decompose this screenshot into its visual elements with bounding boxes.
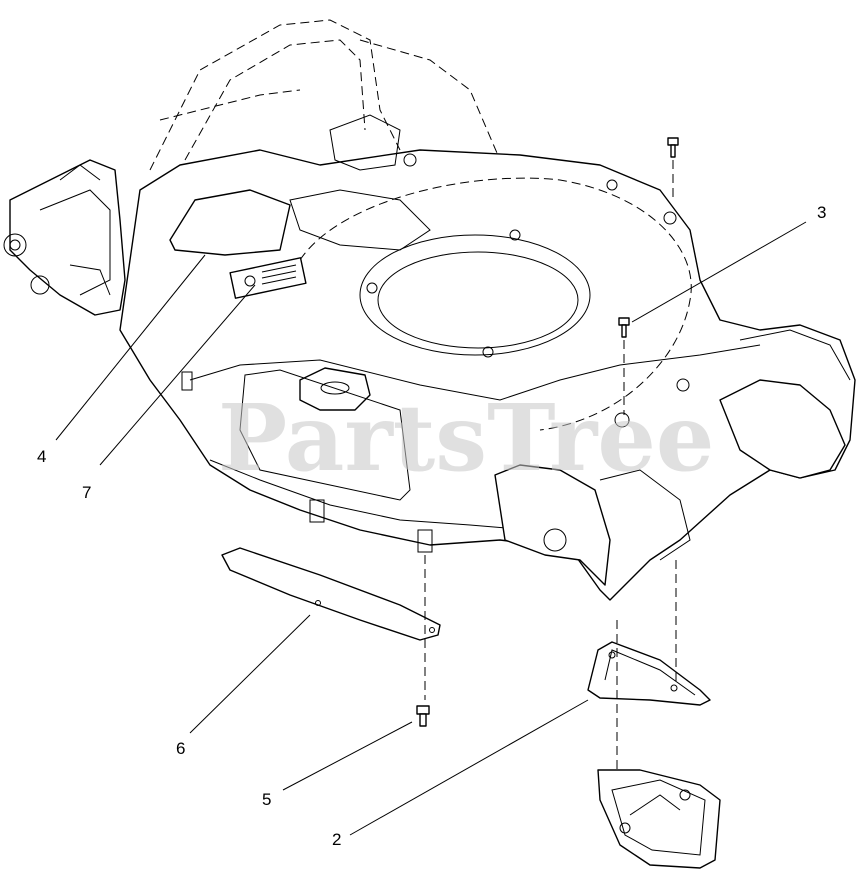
watermark: PartsTree <box>218 384 714 492</box>
callout-5: 5 <box>262 790 271 809</box>
handle-bracket-outline <box>149 19 501 171</box>
skirt-strip-item-6 <box>221 547 441 700</box>
callout-4: 4 <box>37 447 46 466</box>
left-height-adjuster <box>3 159 126 316</box>
mower-deck-housing <box>119 114 856 601</box>
discharge-plug-item-2 <box>587 560 711 775</box>
leader-lines <box>55 221 807 836</box>
callout-7: 7 <box>82 483 91 502</box>
callout-3: 3 <box>817 203 826 222</box>
screw-item-3 <box>618 137 679 415</box>
discharge-plug-lower <box>597 769 721 869</box>
warning-label-item-7 <box>229 257 307 299</box>
callout-2: 2 <box>332 830 341 849</box>
decal-item-4 <box>169 189 291 256</box>
callout-6: 6 <box>176 739 185 758</box>
screw-item-5 <box>416 705 430 727</box>
